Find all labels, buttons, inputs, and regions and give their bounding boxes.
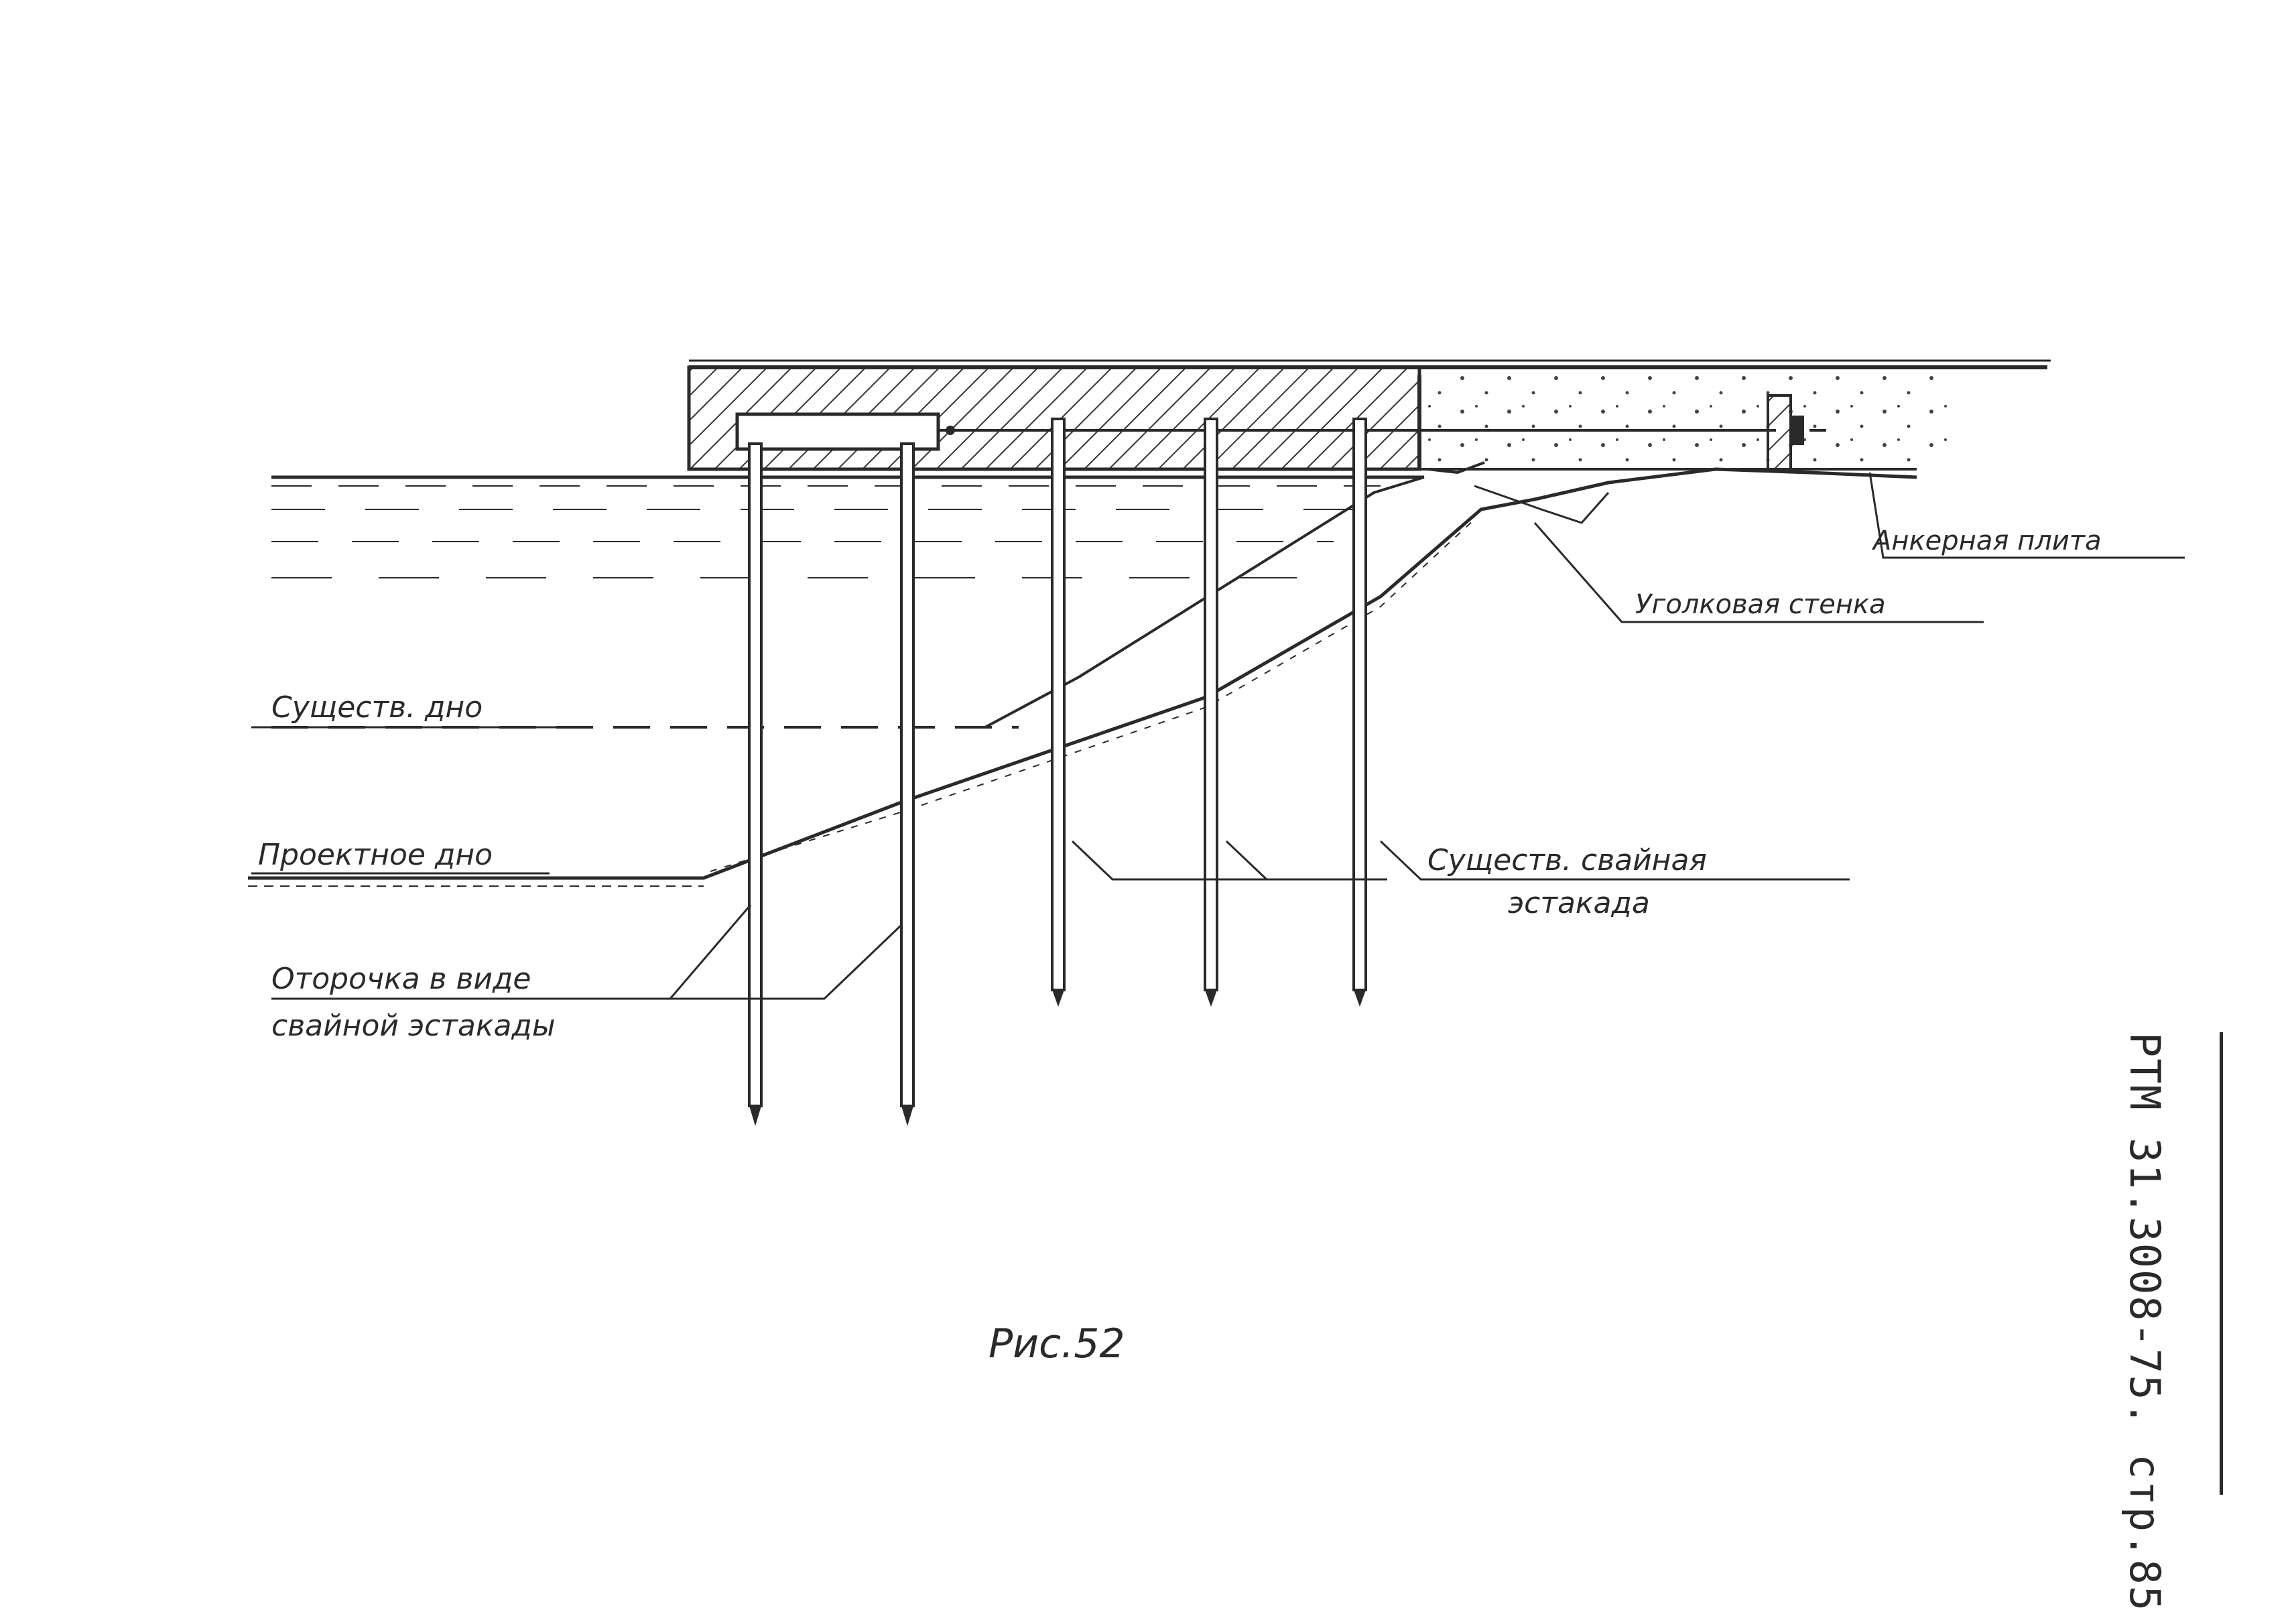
label-border-1: Оторочка в виде: [271, 962, 531, 996]
label-border-2: свайной эстакады: [271, 1009, 556, 1043]
backfill: [1417, 375, 1952, 475]
pile-4: [1204, 418, 1218, 1007]
label-design-bottom: Проектное дно: [258, 838, 493, 872]
label-anchor-plate: Анкерная плита: [1871, 525, 2102, 556]
pile-2: [900, 442, 915, 1126]
label-angle-wall: Уголковая стенка: [1635, 589, 1886, 620]
document-code-rule: [2220, 1032, 2223, 1495]
pile-3: [1051, 418, 1066, 1007]
label-existing-trestle-2: эстакада: [1508, 886, 1650, 920]
water-surface: [271, 475, 1424, 578]
leader-lines: [251, 472, 2185, 1000]
anchor-plate: [1767, 394, 1804, 471]
figure-caption: Рис.52: [988, 1320, 1125, 1367]
pile-5: [1352, 418, 1367, 1007]
document-code: РТМ 31.3008-75. стр.85: [2120, 1032, 2169, 1612]
pile-1: [748, 442, 763, 1126]
design-bottom-slope: [248, 467, 1917, 887]
label-existing-bottom: Существ. дно: [271, 690, 483, 725]
label-existing-trestle-1: Существ. свайная: [1427, 843, 1707, 877]
